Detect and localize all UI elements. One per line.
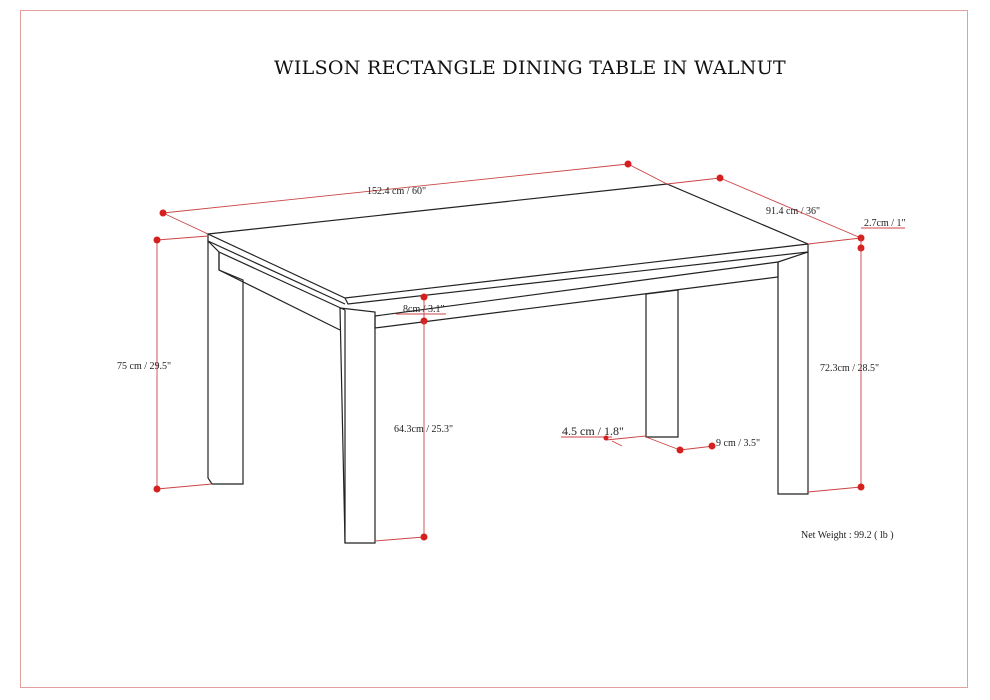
right-height-bottom-marker [857,483,865,491]
length-start-marker [159,209,167,217]
overall-height-top-marker [153,236,161,244]
height-to-top-label: 72.3cm / 28.5" [820,363,879,374]
apron-height-label: 8cm / 3.1" [403,304,445,315]
overall-height-bottom-marker [153,485,161,493]
table-top-surface [205,183,811,299]
leg-width-label: 9 cm / 3.5" [716,438,760,449]
table-top-edge-front [344,244,809,305]
apron-front [374,262,779,329]
dimension-lines [153,160,905,542]
length-label: 152.4 cm / 60" [367,186,426,197]
table-top-edge-left [207,234,346,305]
apron-top-marker [420,293,428,301]
page-title: WILSON RECTANGLE DINING TABLE IN WALNUT [274,57,786,79]
leg-depth-marker [603,435,609,441]
depth-start-marker [716,174,724,182]
length-end-marker [624,160,632,168]
overall-height-label: 75 cm / 29.5" [117,361,171,372]
net-weight-label: Net Weight : 99.2 ( lb ) [801,530,894,541]
table-outline [205,183,811,544]
under-apron-bottom-marker [420,533,428,541]
leg-back-right [645,289,679,438]
leg-front-left [339,307,376,544]
apron-left [218,252,341,331]
leg-width-end-marker [708,442,716,450]
leg-width-start-marker [676,446,684,454]
leg-front-right [777,251,809,495]
depth-label: 91.4 cm / 36" [766,206,820,217]
leg-depth-label: 4.5 cm / 1.8" [562,424,624,438]
top-thickness-label: 2.7cm / 1" [864,218,906,229]
leg-back-left [207,239,244,485]
under-apron-height-label: 64.3cm / 25.3" [394,424,453,435]
page-frame [20,10,968,688]
